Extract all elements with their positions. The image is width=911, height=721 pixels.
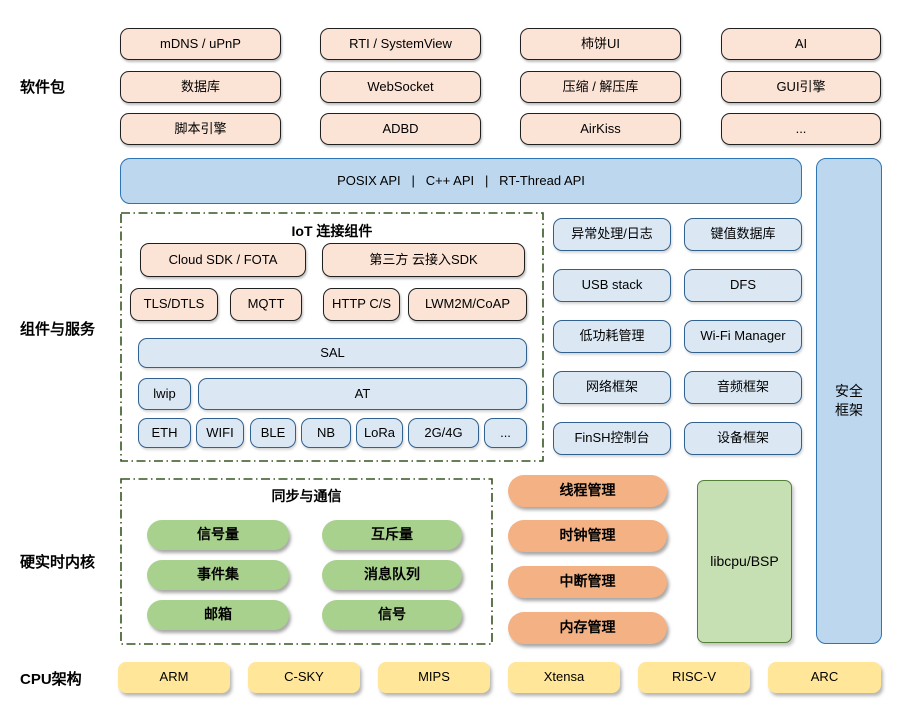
security-framework-line: 框架	[835, 402, 863, 418]
cpu-arch-box: ARM	[118, 662, 230, 693]
package-box: AirKiss	[520, 113, 681, 145]
layer-label-cpu: CPU架构	[20, 671, 82, 688]
sal-box: SAL	[138, 338, 527, 368]
service-box: 音频框架	[684, 371, 802, 404]
service-box: 网络框架	[553, 371, 671, 404]
service-box: Wi-Fi Manager	[684, 320, 802, 353]
package-box: RTI / SystemView	[320, 28, 481, 60]
package-box: 脚本引擎	[120, 113, 281, 145]
service-box: 低功耗管理	[553, 320, 671, 353]
package-box: 数据库	[120, 71, 281, 103]
link-box: ...	[484, 418, 527, 448]
cpu-arch-box: RISC-V	[638, 662, 750, 693]
lwip-box: lwip	[138, 378, 191, 410]
iot-dashed-border	[120, 212, 544, 462]
cpu-arch-box: C-SKY	[248, 662, 360, 693]
iot-protocol-box: HTTP C/S	[323, 288, 400, 321]
cpu-arch-box: Xtensa	[508, 662, 620, 693]
iot-group: IoT 连接组件 Cloud SDK / FOTA 第三方 云接入SDK TLS…	[120, 212, 544, 462]
security-framework-bar: 安全 框架	[816, 158, 882, 644]
service-box: 设备框架	[684, 422, 802, 455]
package-box: GUI引擎	[721, 71, 881, 103]
package-box: AI	[721, 28, 881, 60]
iot-sdk-box: Cloud SDK / FOTA	[140, 243, 306, 277]
layer-label-packages: 软件包	[20, 79, 66, 96]
kernel-ipc-box: 信号	[322, 600, 462, 630]
link-box: 2G/4G	[408, 418, 479, 448]
service-box: FinSH控制台	[553, 422, 671, 455]
link-box: ETH	[138, 418, 191, 448]
kernel-manager-box: 时钟管理	[508, 520, 667, 552]
sync-dashed-border	[120, 478, 493, 645]
layer-label-components: 组件与服务	[20, 321, 96, 338]
libcpu-bsp-box: libcpu/BSP	[697, 480, 792, 643]
service-box: 异常处理/日志	[553, 218, 671, 251]
kernel-ipc-box: 互斥量	[322, 520, 462, 550]
service-box: DFS	[684, 269, 802, 302]
link-box: WIFI	[196, 418, 244, 448]
api-bar: POSIX API | C++ API | RT-Thread API	[120, 158, 802, 204]
kernel-ipc-box: 信号量	[147, 520, 289, 550]
kernel-manager-box: 内存管理	[508, 612, 667, 644]
service-box: 键值数据库	[684, 218, 802, 251]
package-box: mDNS / uPnP	[120, 28, 281, 60]
security-framework-line: 安全	[835, 382, 863, 399]
layer-label-kernel: 硬实时内核	[20, 554, 96, 571]
package-box: WebSocket	[320, 71, 481, 103]
cpu-arch-box: MIPS	[378, 662, 490, 693]
kernel-ipc-box: 消息队列	[322, 560, 462, 590]
kernel-ipc-box: 邮箱	[147, 600, 289, 630]
kernel-manager-box: 中断管理	[508, 566, 667, 598]
package-box: 柿饼UI	[520, 28, 681, 60]
at-box: AT	[198, 378, 527, 410]
iot-sdk-box: 第三方 云接入SDK	[322, 243, 525, 277]
service-box: USB stack	[553, 269, 671, 302]
package-box: 压缩 / 解压库	[520, 71, 681, 103]
iot-protocol-box: TLS/DTLS	[130, 288, 218, 321]
link-box: NB	[301, 418, 351, 448]
link-box: BLE	[250, 418, 296, 448]
iot-group-title: IoT 连接组件	[291, 223, 373, 239]
sync-group-title: 同步与通信	[271, 488, 342, 504]
link-box: LoRa	[356, 418, 403, 448]
iot-protocol-box: LWM2M/CoAP	[408, 288, 527, 321]
cpu-arch-box: ARC	[768, 662, 881, 693]
kernel-manager-box: 线程管理	[508, 475, 667, 507]
kernel-ipc-box: 事件集	[147, 560, 289, 590]
sync-group: 同步与通信 信号量 互斥量 事件集 消息队列 邮箱 信号	[120, 478, 493, 645]
package-box: ...	[721, 113, 881, 145]
iot-protocol-box: MQTT	[230, 288, 302, 321]
package-box: ADBD	[320, 113, 481, 145]
